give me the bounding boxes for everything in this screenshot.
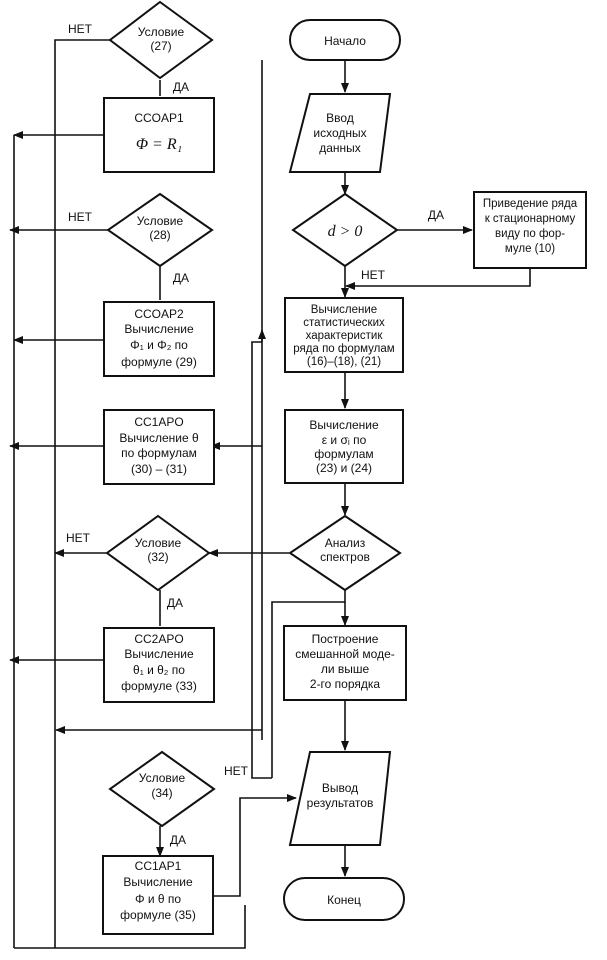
label-yes-cond28: ДА — [173, 271, 189, 285]
mixed-line-1: Построение — [312, 632, 379, 646]
input-line-1: Ввод — [326, 111, 354, 125]
eps-box — [284, 409, 404, 484]
cc1apo-line-3: по формулам — [121, 446, 197, 460]
mixed-model-box — [283, 625, 407, 701]
cc1apo-line-1: CC1APO — [134, 415, 183, 429]
cc1ap1-box — [102, 855, 214, 935]
output-line-2: результатов — [307, 796, 374, 810]
ccoap1-line-1: CCOAP1 — [134, 111, 184, 125]
start-label: Начало — [324, 34, 366, 48]
stationary-line-3: виду по фор- — [495, 228, 565, 240]
cc2apo-box — [103, 627, 215, 703]
cond32-line-1: Условие — [135, 536, 182, 550]
label-no-cond32: НЕТ — [66, 531, 91, 545]
eps-line-3: формулам — [314, 447, 373, 461]
condition-32-diamond — [105, 514, 211, 592]
condition-28-diamond — [106, 192, 214, 268]
cond34-line-1: Условие — [139, 771, 186, 785]
cc2apo-line-1: CC2APO — [134, 632, 183, 646]
cc1apo-line-4: (30) – (31) — [131, 462, 187, 476]
mixed-line-4: 2-го порядка — [310, 677, 381, 691]
start-terminal — [289, 19, 401, 61]
cc1ap1-line-3: Φ и θ по — [135, 892, 181, 906]
cond32-line-2: (32) — [147, 550, 168, 564]
label-no-cond27: НЕТ — [68, 22, 93, 36]
condition-27-diamond — [108, 0, 214, 80]
ccoap2-box — [103, 301, 215, 377]
label-no-cond-d: НЕТ — [361, 268, 386, 282]
label-no-cond28: НЕТ — [68, 210, 93, 224]
output-parallelogram — [288, 751, 392, 846]
stats-line-4: ряда по формулам — [293, 343, 395, 355]
stats-line-1: Вычисление — [311, 304, 377, 316]
line-into-trunk — [251, 341, 272, 779]
cond28-line-2: (28) — [149, 228, 170, 242]
input-line-3: данных — [319, 141, 361, 155]
analysis-line-2: спектров — [320, 550, 370, 564]
condition-d-diamond — [291, 192, 399, 268]
label-yes-cond34: ДА — [170, 833, 186, 847]
label-yes-cond27: ДА — [173, 80, 189, 94]
eps-line-1: Вычисление — [309, 418, 379, 432]
ccoap2-line-1: CCOAP2 — [134, 307, 184, 321]
ccoap1-box — [103, 97, 215, 173]
stats-line-2: статистических — [303, 317, 385, 329]
analysis-line-1: Анализ — [325, 536, 366, 550]
cc1ap1-line-1: CC1AP1 — [135, 859, 182, 873]
arrow-stationary-return — [345, 268, 531, 290]
line-bottom-loop — [14, 905, 246, 949]
cc2apo-line-4: формуле (33) — [121, 679, 197, 693]
end-terminal — [283, 877, 405, 921]
cc1ap1-line-4: формуле (35) — [120, 908, 196, 922]
ccoap1-line-2: Φ = R₁ — [136, 136, 182, 153]
cc2apo-line-3: θ₁ и θ₂ по — [133, 663, 185, 677]
cond27-line-2: (27) — [150, 39, 171, 53]
label-no-cond34: НЕТ — [224, 764, 249, 778]
arrow-cc1ap1-to-output — [213, 794, 297, 897]
stats-line-5: (16)–(18), (21) — [307, 356, 381, 368]
cond34-line-2: (34) — [151, 786, 172, 800]
stationary-line-2: к стационарному — [485, 213, 576, 225]
mixed-line-3: ли выше — [321, 662, 370, 676]
eps-line-2: ε и σᵢ по — [322, 433, 367, 447]
stats-line-3: характеристик — [306, 330, 384, 342]
connectors — [9, 39, 531, 949]
input-parallelogram — [288, 93, 392, 173]
cc2apo-line-2: Вычисление — [124, 647, 194, 661]
analysis-diamond — [288, 514, 402, 592]
label-yes-cond-d: ДА — [428, 208, 444, 222]
stationary-line-4: муле (10) — [505, 243, 555, 255]
stats-box — [284, 297, 404, 373]
end-label: Конец — [327, 893, 361, 907]
line-cond27-no — [54, 39, 110, 948]
cond27-line-1: Условие — [138, 25, 185, 39]
mixed-line-2: смешанной моде- — [295, 647, 395, 661]
label-yes-cond32: ДА — [167, 596, 183, 610]
ccoap2-line-4: формуле (29) — [121, 355, 197, 369]
ccoap2-line-3: Φ₁ и Φ₂ по — [130, 338, 188, 352]
stationary-line-1: Приведение ряда — [483, 198, 578, 210]
output-line-1: Вывод — [322, 781, 358, 795]
condition-d-text: d > 0 — [328, 223, 363, 240]
condition-34-diamond — [108, 750, 216, 828]
cc1apo-line-2: Вычисление θ — [119, 431, 199, 445]
cond28-line-1: Условие — [137, 214, 184, 228]
cc1ap1-line-2: Вычисление — [123, 875, 193, 889]
stationary-box — [473, 191, 587, 269]
eps-line-4: (23) и (24) — [316, 461, 372, 475]
input-line-2: исходных — [313, 126, 366, 140]
cc1apo-box — [103, 409, 215, 485]
line-analysis-down — [271, 590, 346, 778]
ccoap2-line-2: Вычисление — [124, 322, 194, 336]
